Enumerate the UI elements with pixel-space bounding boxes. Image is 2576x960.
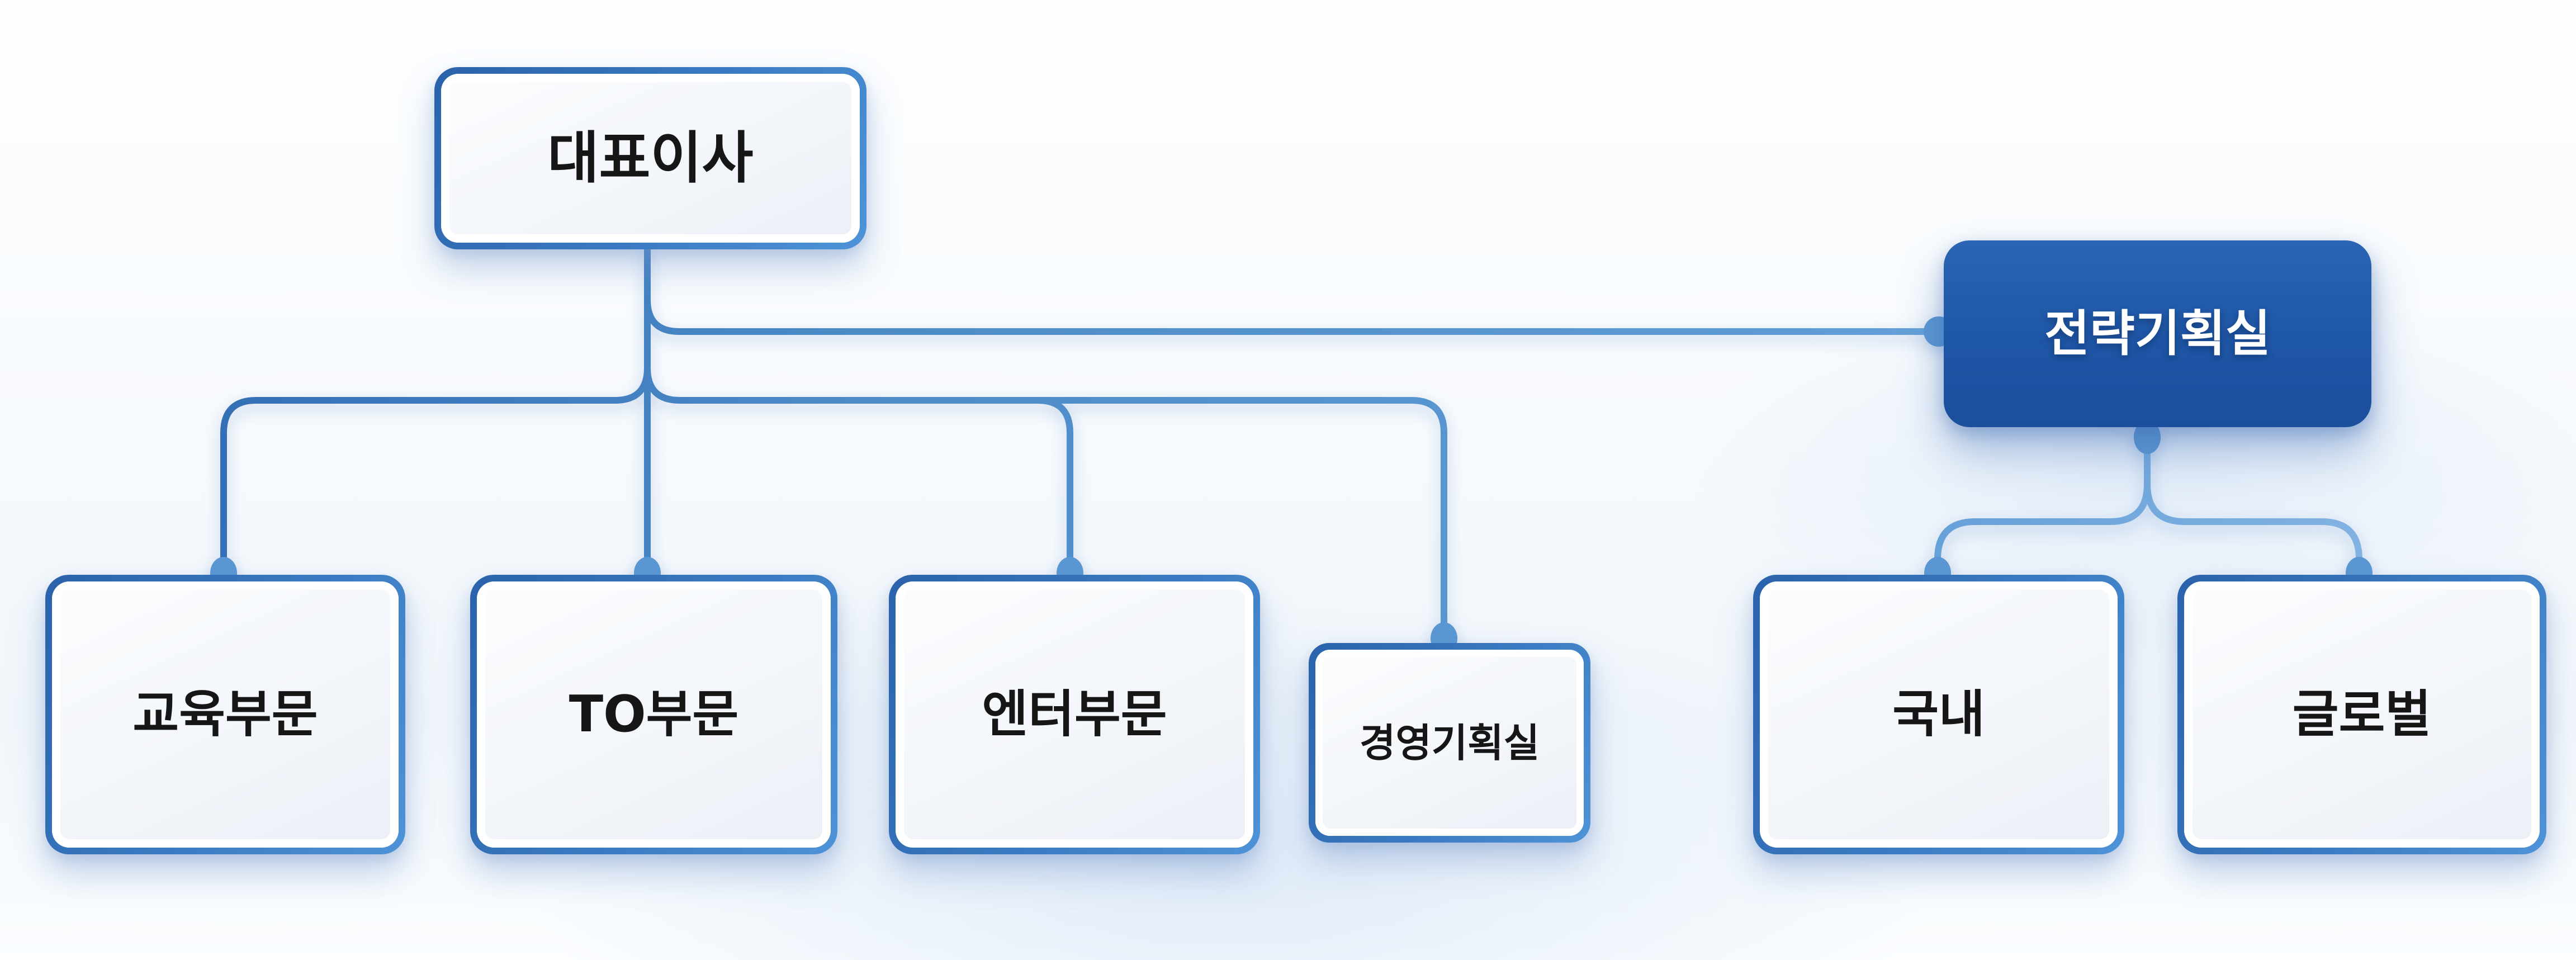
node-to-division-panel: TO부문 bbox=[477, 581, 831, 848]
connector-dot-strategy-bottom bbox=[2134, 420, 2161, 454]
node-domestic-label: 국내 bbox=[1892, 685, 1985, 744]
node-education-division-label: 교육부문 bbox=[132, 685, 318, 744]
node-to-division-label: TO부문 bbox=[569, 685, 739, 744]
node-entertainment-division-label: 엔터부문 bbox=[982, 685, 1167, 744]
node-strategy-office-label: 전략기획실 bbox=[2044, 305, 2271, 362]
connector-branch-to-entertainment bbox=[1034, 397, 1073, 575]
node-management-planning: 경영기획실 bbox=[1309, 643, 1590, 843]
connector-ceo-to-strategy-office bbox=[644, 296, 1942, 335]
node-management-planning-label: 경영기획실 bbox=[1360, 720, 1540, 766]
node-management-planning-panel: 경영기획실 bbox=[1315, 650, 1584, 836]
node-global-label: 글로벌 bbox=[2292, 685, 2432, 744]
node-entertainment-division: 엔터부문 bbox=[889, 575, 1260, 854]
node-domestic: 국내 bbox=[1753, 575, 2124, 854]
node-ceo-panel: 대표이사 bbox=[441, 74, 860, 243]
connector-ceo-to-management-planning bbox=[644, 365, 1447, 641]
node-strategy-office: 전략기획실 bbox=[1944, 240, 2371, 427]
node-education-division-panel: 교육부문 bbox=[52, 581, 399, 848]
connector-ceo-to-education bbox=[220, 365, 651, 575]
node-ceo: 대표이사 bbox=[434, 67, 866, 249]
node-domestic-panel: 국내 bbox=[1760, 581, 2118, 848]
node-ceo-label: 대표이사 bbox=[547, 125, 754, 191]
connector-strategy-to-global bbox=[2144, 427, 2362, 575]
node-entertainment-division-panel: 엔터부문 bbox=[896, 581, 1253, 848]
node-to-division: TO부문 bbox=[470, 575, 837, 854]
node-global-panel: 글로벌 bbox=[2184, 581, 2540, 848]
node-education-division: 교육부문 bbox=[45, 575, 405, 854]
node-global: 글로벌 bbox=[2177, 575, 2546, 854]
node-strategy-office-panel: 전략기획실 bbox=[1944, 240, 2371, 427]
connector-strategy-to-domestic bbox=[1934, 427, 2151, 575]
